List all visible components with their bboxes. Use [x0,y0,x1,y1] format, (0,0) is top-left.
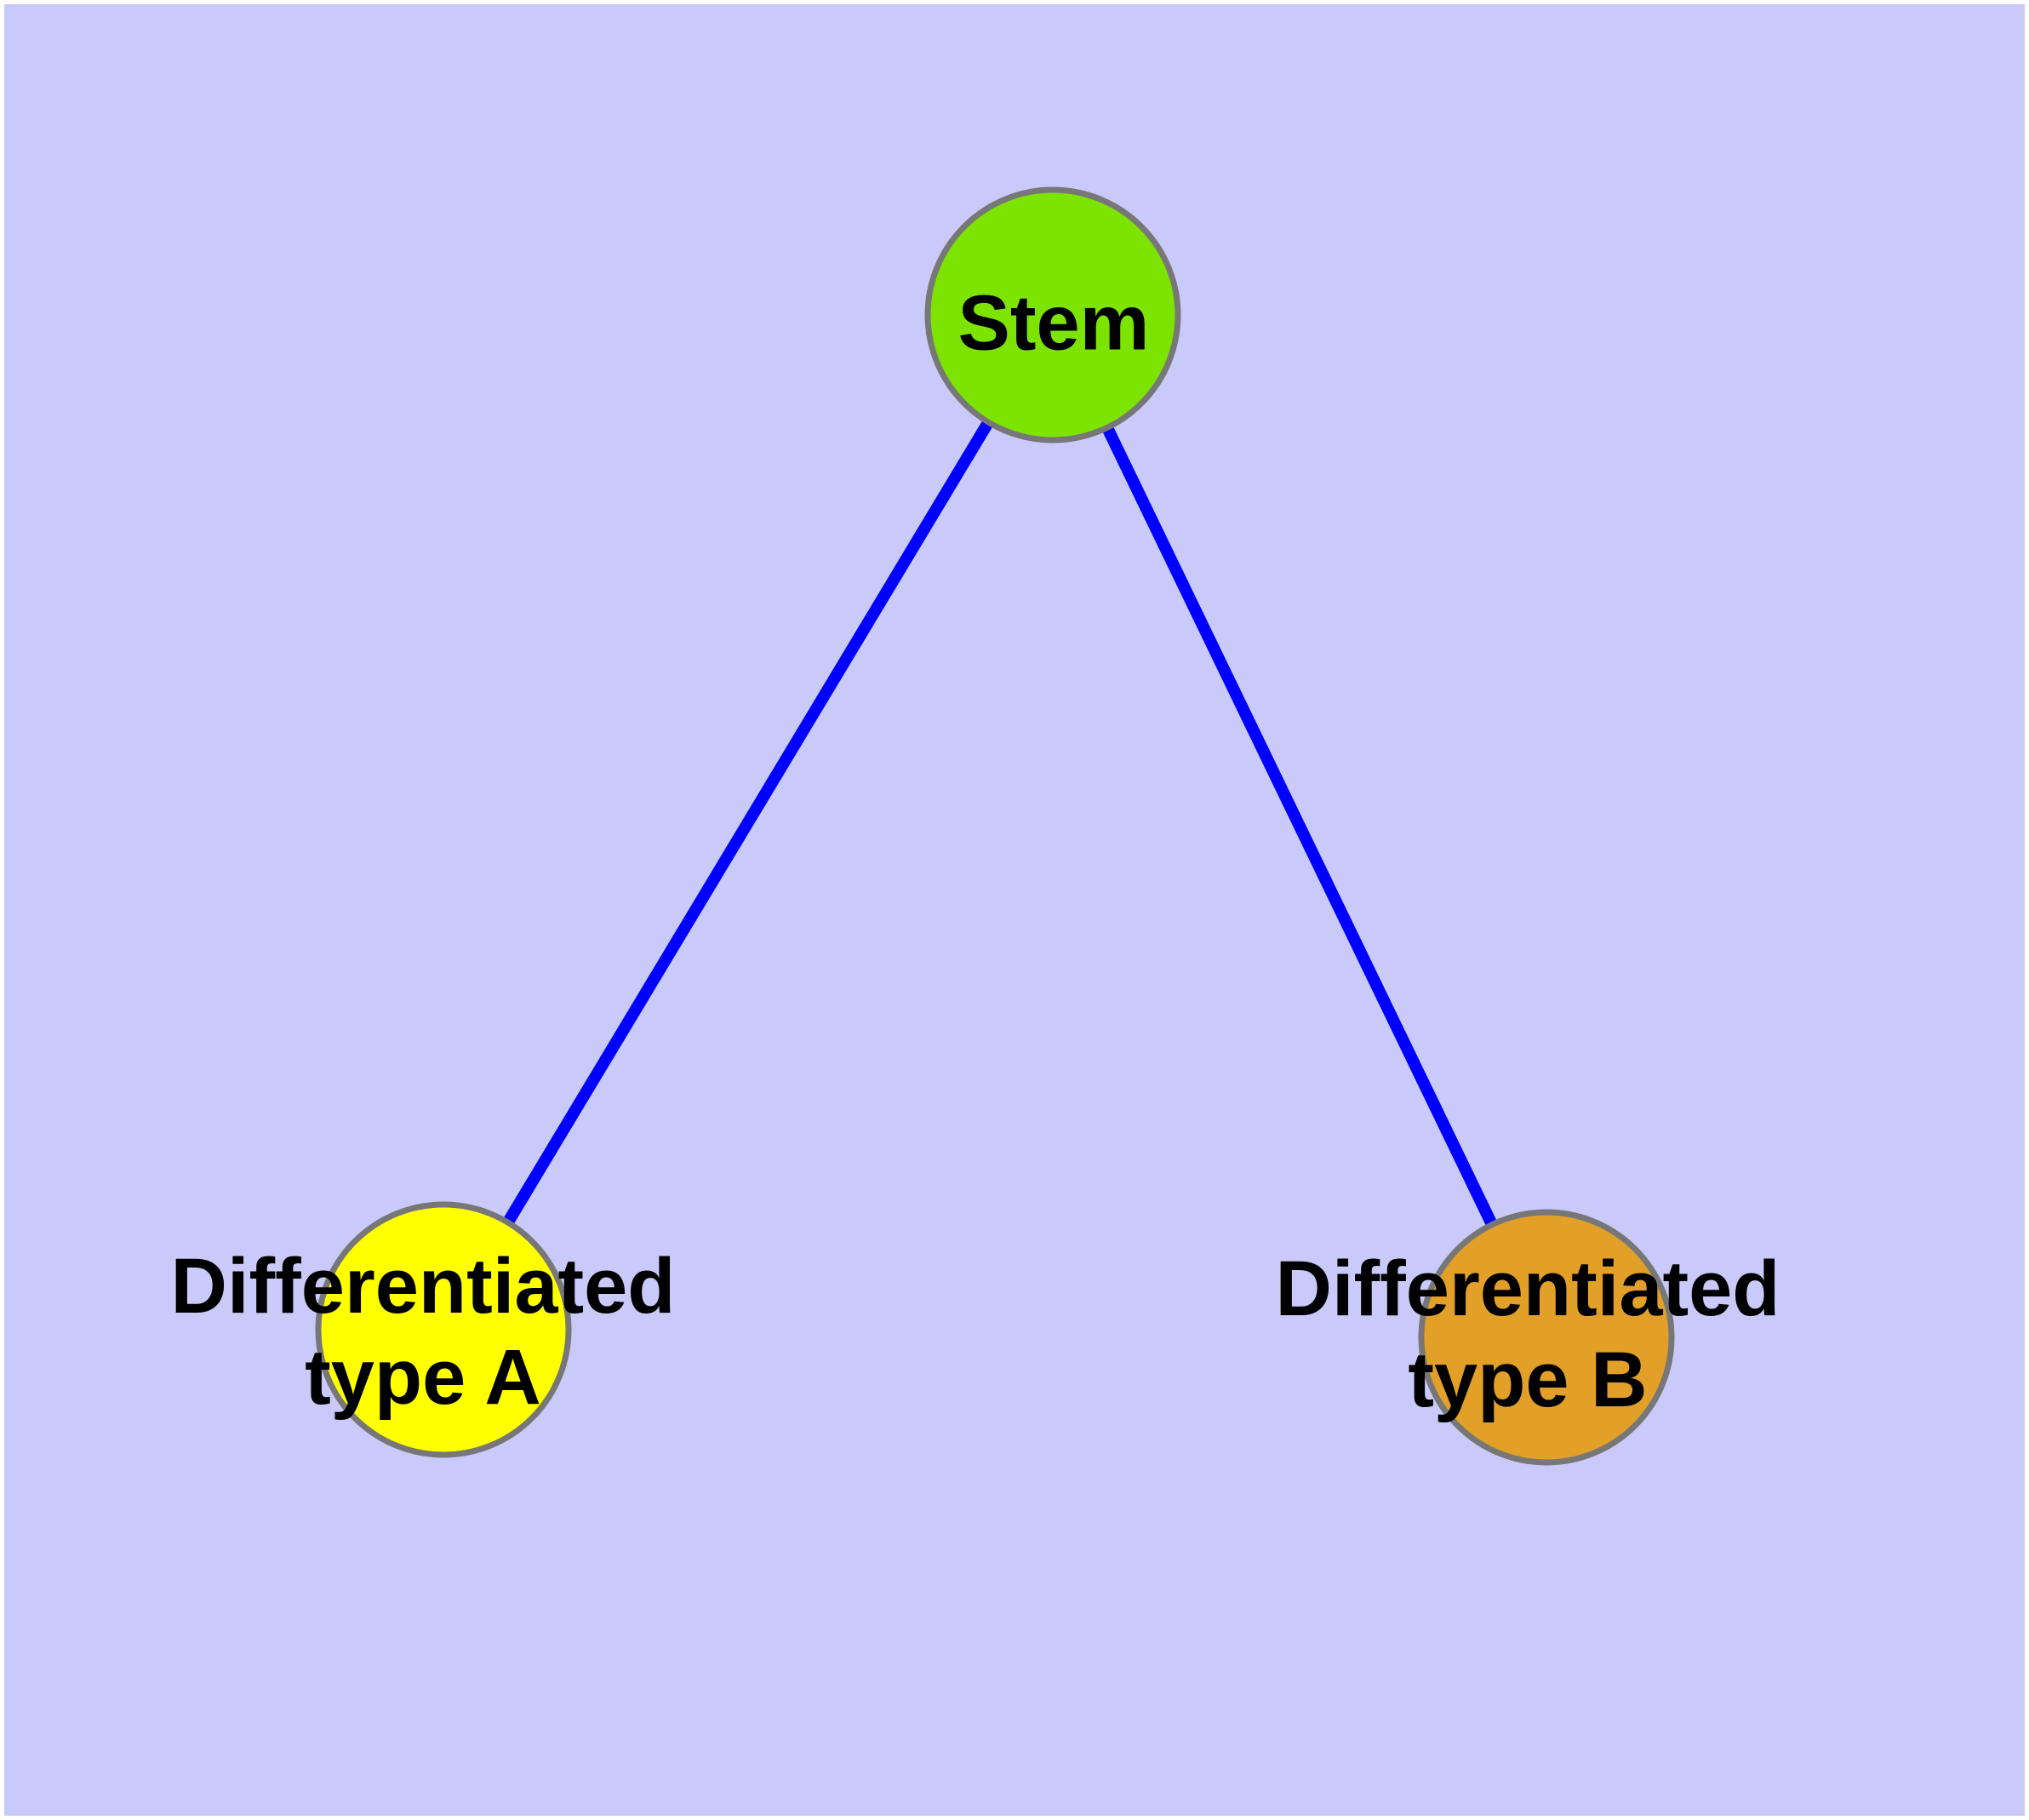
edge-stem-to-type-a [437,312,1059,1333]
node-type-a-circle [315,1201,572,1458]
node-type-b-circle [1418,1209,1675,1466]
node-type-b-label: Differentiated type B [1275,1245,1780,1423]
node-stem-circle [924,186,1181,444]
node-type-a-label: Differentiated type A [170,1243,676,1421]
node-stem-label: Stem [957,279,1150,367]
edge-stem-to-type-b [1047,312,1552,1341]
